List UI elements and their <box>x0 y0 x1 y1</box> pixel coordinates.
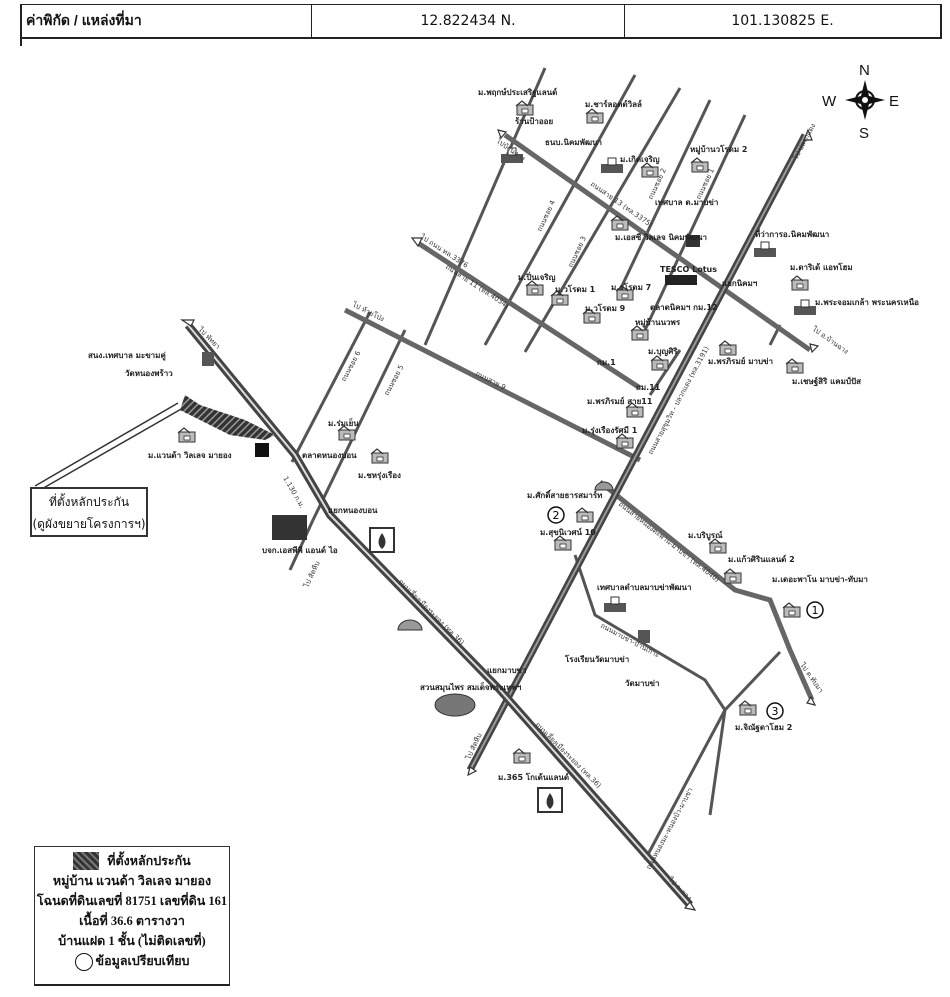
label-tesco: TESCO Lotus <box>660 265 717 274</box>
herb-garden-icon <box>434 693 476 717</box>
place-label: หมู่บ้านวโรดม 2 <box>690 144 748 155</box>
place-label: ม.ชหรุ่งเรือง <box>358 470 401 481</box>
factory-building <box>272 515 307 540</box>
hatch-swatch-icon <box>73 852 100 870</box>
place-label: ม.เชษฐ์สิริ แคมป์ปัส <box>792 376 861 387</box>
place-label: สวนสมุนไพร สมเด็จพระเทพฯ <box>420 681 522 693</box>
road-label-11: ถนนสาย 11 (ทล.4034) <box>444 263 511 310</box>
police-icon <box>255 443 269 457</box>
collateral-callout: ที่ตั้งหลักประกัน (ดูผังขยายโครงการฯ) <box>30 487 148 537</box>
dir-sattahip-1: ไป สัตหีบ <box>301 560 321 590</box>
dir-banchang: ไป อ.บ้านฉาง <box>810 324 850 356</box>
place-label: ตลาดนิคมฯ กม.12 <box>650 303 717 312</box>
place-label: แยกมาบข่า <box>487 666 527 675</box>
place-label: ม.เกิดเจริญ <box>620 155 660 165</box>
latitude-value: 12.822434 N. <box>312 5 625 37</box>
dir-pluakdaeng: ไป ปลวกแดง <box>790 122 817 162</box>
place-label: หมู่บ้านนวพร <box>635 317 681 328</box>
place-label: ม.พฤกษ์ประเสริฐแลนด์ <box>478 87 557 98</box>
place-label: ม.วโรดม 1 <box>555 284 596 294</box>
compass-rose: N S E W <box>822 62 899 142</box>
marker-2: 2 <box>553 509 560 522</box>
place-label: ที่ว่าการอ.นิคมพัฒนา <box>755 228 829 239</box>
temple-icon <box>202 352 214 366</box>
highway-sukhumvit <box>466 133 809 772</box>
place-label: ม.บริบูรณ์ <box>688 530 723 541</box>
road-label-soi4: ถนนซอย 4 <box>536 199 558 233</box>
place-label: ม.พรภิรมย์ มาบข่า <box>708 356 773 366</box>
coordinate-table-row: ค่าพิกัด / แหล่งที่มา 12.822434 N. 101.1… <box>20 4 942 39</box>
place-label: ม.ศักดิ์สายธารสมาร์ท <box>527 489 602 500</box>
coordinate-label: ค่าพิกัด / แหล่งที่มา <box>22 5 312 37</box>
callout-leader <box>39 407 184 491</box>
place-label: ม.สุขนิเวศน์ 10 <box>540 527 596 538</box>
place-label: กม.11 <box>636 383 661 392</box>
place-label: ม.วโรดม 7 <box>611 282 651 292</box>
place-label: ม.พระจอมเกล้า พระนครเหนือ <box>815 297 919 307</box>
road-label-36a: ถนนเลี่ยงเมืองระยอง (ทล.36) <box>397 577 467 647</box>
place-label: สนง.เทศบาล มะขามคู่ <box>88 351 166 361</box>
legend-village: หมู่บ้าน แวนด้า วิลเลจ มายอง <box>52 874 212 888</box>
place-label: เทศบาล ต.มาบข่า <box>655 198 718 207</box>
compass-e: E <box>889 93 899 110</box>
marker-1: 1 <box>812 604 819 617</box>
place-label: ร้านป้าออย <box>515 116 553 126</box>
place-label: ม.วโรดม 9 <box>585 303 626 313</box>
place-label: เทศบาลตำบลมาบข่าพัฒนา <box>597 583 692 592</box>
road-label-4040: ถนนสายหนองตะพาน-มาบข่า (ทล.4040) <box>617 500 721 584</box>
place-label: แยกหนองบอน <box>328 506 378 515</box>
tesco-lotus-icon <box>665 275 697 285</box>
road-label-mabkha: ถนนมาบข่า-บ้านเกาะ <box>599 622 661 660</box>
place-label: ตลาดหนองบอน <box>302 451 357 460</box>
place-label: ม.เดอะพาโน มาบข่า-ทับมา <box>772 574 868 584</box>
legend-title: ที่ตั้งหลักประกัน <box>107 854 191 868</box>
place-label: ม.365 โกเด้นแลนด์ <box>498 772 569 782</box>
callout-subtitle: (ดูผังขยายโครงการฯ) <box>32 517 146 531</box>
collateral-area <box>180 395 275 440</box>
table-border <box>20 36 22 46</box>
place-label: ม.เอสซี วิลเลจ นิคมพัฒนา <box>615 232 707 242</box>
marker-3: 3 <box>772 705 779 718</box>
shell-station-icon <box>397 619 423 631</box>
longitude-value: 101.130825 E. <box>731 13 834 29</box>
circle-icon <box>74 953 93 972</box>
place-label: ม.จิณัฐดาโฮม 2 <box>735 722 792 733</box>
place-label: วัดมาบข่า <box>625 679 660 688</box>
place-label: ม.ปิ่นเจริญ <box>518 271 556 283</box>
legend-building: บ้านแฝด 1 ชั้น (ไม่ติดเลขที่) <box>58 934 206 948</box>
map-legend: ที่ตั้งหลักประกัน หมู่บ้าน แวนด้า วิลเลจ… <box>34 846 230 986</box>
compass-n: N <box>859 62 870 79</box>
place-label: ม.แวนด้า วิลเลจ มายอง <box>148 450 232 460</box>
comparison-markers: 1 2 3 <box>547 506 824 720</box>
callout-title: ที่ตั้งหลักประกัน <box>48 495 130 509</box>
temple-mabkha-icon <box>638 630 650 643</box>
compass-w: W <box>822 93 837 110</box>
place-label: ม.บุญศิริ <box>648 347 678 357</box>
compass-s: S <box>859 125 869 142</box>
place-label: วัดหนองพร้าว <box>125 368 173 378</box>
shell-station-icon-2 <box>594 481 614 491</box>
place-label: ม.ชาร์ลอตต์วิลล์ <box>585 99 642 109</box>
place-label: ม.ดาริเด้ แอทโฮม <box>790 262 853 272</box>
place-label: กม.1 <box>597 358 616 367</box>
soi-roads <box>288 67 782 861</box>
legend-comparison: ข้อมูลเปรียบเทียบ <box>95 954 190 968</box>
place-labels: ม.พฤกษ์ประเสริฐแลนด์ ม.ชาร์ลอตต์วิลล์ ร้… <box>88 87 919 782</box>
place-label: ม.ร่มเย็น <box>328 417 359 428</box>
place-label: ม.พรภิรมย์ สาย11 <box>587 396 653 406</box>
distance-label: 1.130 ก.ม. <box>281 475 306 510</box>
place-label: ม.แก้วศิรินแลนด์ 2 <box>728 554 795 564</box>
direction-arrows <box>180 128 820 911</box>
highway-36 <box>184 322 693 908</box>
place-label: ธนบ.นิคมพัฒนา <box>545 138 602 147</box>
legend-area: เนื้อที่ 36.6 ตารางวา <box>79 914 185 928</box>
bank-icon <box>686 235 700 247</box>
place-label: แยกนิคมฯ <box>722 279 758 288</box>
place-label: โรงเรียนวัดมาบข่า <box>564 654 629 664</box>
place-label: ม.รุ่งเรืองรัศมี 1 <box>582 425 638 436</box>
road-label-nongma: ถนนหนองมะ-หนองบัว-มาบข่า <box>645 786 695 870</box>
legend-deed: โฉนดที่ดินเลขที่ 81751 เลขที่ดิน 161 <box>36 894 228 908</box>
place-label: บจก.เอสพีพี แอนด์ ไอ <box>262 545 338 555</box>
main-roads <box>343 132 815 702</box>
